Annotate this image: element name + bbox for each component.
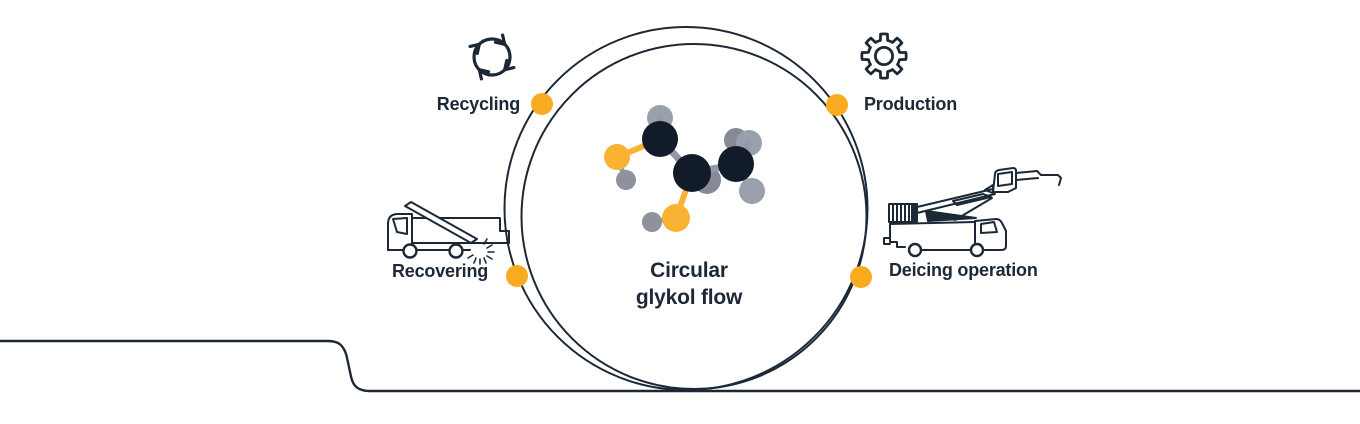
ground-line — [0, 339, 1360, 393]
glycol-molecule-icon — [604, 105, 765, 232]
center-title-line1: Circular — [650, 259, 728, 282]
recycling-arrows-icon — [468, 33, 516, 81]
station-label-recycling: Recycling — [436, 94, 520, 114]
sweeper-truck-icon — [387, 201, 510, 265]
station-dot-deicing — [850, 266, 872, 288]
station-label-production: Production — [864, 94, 957, 114]
flow-circle-outer — [503, 26, 869, 391]
gear-icon — [860, 32, 908, 80]
center-title: Circular glykol flow — [589, 257, 789, 311]
station-label-deicing: Deicing operation — [889, 260, 1038, 280]
flow-circle-inner — [520, 43, 868, 390]
station-dot-production — [826, 94, 848, 116]
station-dot-recovering — [506, 265, 528, 287]
brush-icon — [467, 238, 495, 265]
station-label-recovering: Recovering — [392, 261, 489, 281]
station-dot-recycling — [531, 93, 553, 115]
center-title-line2: glykol flow — [635, 286, 743, 309]
deicing-truck-icon — [883, 167, 1062, 258]
